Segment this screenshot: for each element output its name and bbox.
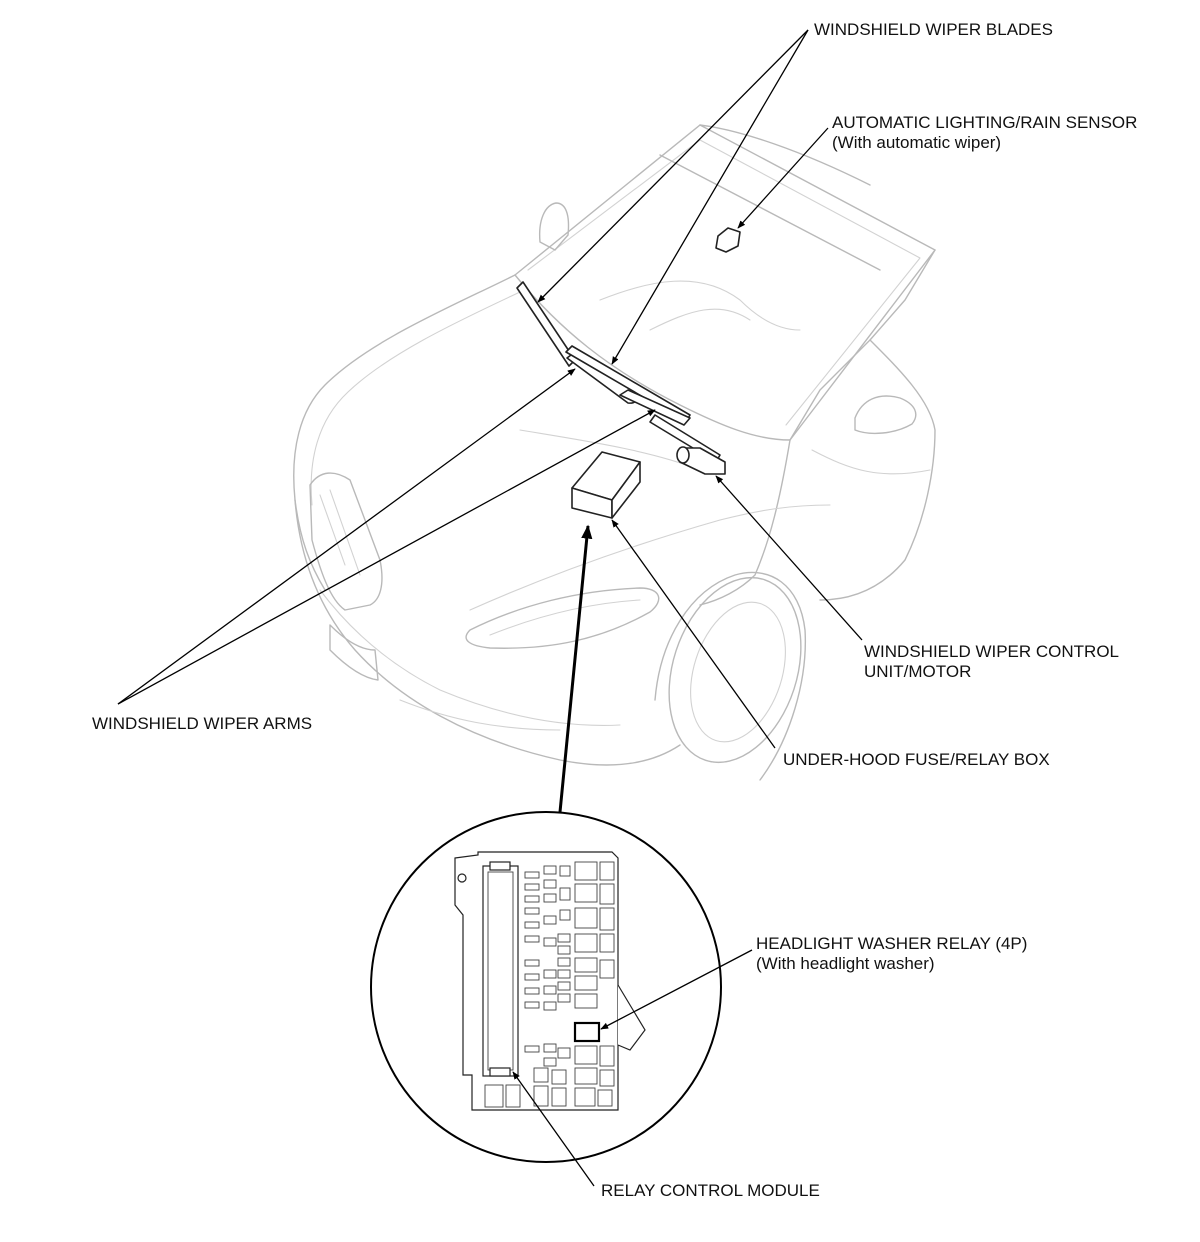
leader-wiper-arms-2 [117, 409, 656, 705]
wiper-arm-passenger [619, 389, 691, 426]
headlight-washer-relay [573, 1021, 601, 1043]
hood-crease [310, 291, 521, 506]
leader-detail-callout [558, 524, 593, 813]
label-wiper-control-2: UNIT/MOTOR [864, 662, 972, 681]
fuse-relay-box [571, 451, 641, 519]
wiper-motor-end [676, 446, 690, 464]
wheel-arch [654, 571, 807, 781]
label-wiper-arms: WINDSHIELD WIPER ARMS [92, 714, 313, 733]
hood-fender-line [469, 504, 831, 611]
side-bracket [617, 984, 646, 1051]
label-headlight-relay-note: (With headlight washer) [756, 954, 935, 973]
label-headlight-relay: HEADLIGHT WASHER RELAY (4P) [756, 934, 1028, 953]
label-rain-sensor: AUTOMATIC LIGHTING/RAIN SENSOR [832, 113, 1138, 132]
dash-contour [599, 280, 801, 331]
grille-inner [319, 489, 361, 576]
rain-sensor-body [715, 227, 741, 253]
bumper-lower [319, 589, 621, 726]
front-bumper [294, 499, 681, 766]
cowl-line [514, 274, 791, 441]
roof-line [659, 124, 881, 271]
car-outline [293, 124, 936, 781]
leader-rain-sensor [737, 127, 829, 229]
leader-wiper-blades-2 [611, 29, 809, 365]
relay-control-module-tab-top [489, 861, 511, 871]
relay-sockets-right [574, 861, 615, 1087]
label-wiper-blades: WINDSHIELD WIPER BLADES [814, 20, 1053, 39]
leader-fuse-box [611, 519, 776, 749]
hood-edge [293, 274, 516, 591]
headlight [465, 587, 660, 649]
leader-wiper-control [715, 475, 863, 641]
bottom-sockets [484, 1067, 613, 1108]
fuse-box-side [611, 461, 641, 519]
label-wiper-control: WINDSHIELD WIPER CONTROL [864, 642, 1120, 661]
left-mirror [538, 202, 570, 251]
relay-control-module-inner [487, 871, 514, 1071]
fog-light [329, 624, 379, 681]
mini-fuse-column-2 [543, 865, 557, 1067]
label-fuse-box: UNDER-HOOD FUSE/RELAY BOX [783, 750, 1050, 769]
grille [309, 472, 383, 611]
mounting-hole [457, 873, 467, 883]
windshield-inner [527, 139, 921, 426]
windshield-frame [514, 124, 936, 441]
right-mirror [854, 395, 917, 435]
front-wheel-rim [690, 601, 786, 743]
leader-wiper-arms-1 [117, 368, 576, 705]
leader-lines [117, 29, 863, 1187]
wiper-motor [676, 446, 726, 475]
mini-fuse-column [524, 871, 540, 1053]
side-body [819, 339, 936, 601]
front-wheel [668, 576, 802, 764]
side-crease [811, 449, 931, 475]
fuse-box-detail [454, 851, 646, 1111]
relay-control-module-tab-bottom [489, 1067, 511, 1077]
fuse-column-3 [557, 865, 571, 1059]
leader-headlight-relay [600, 949, 753, 1030]
leader-wiper-blades-1 [537, 29, 809, 303]
leader-relay-module [512, 1071, 595, 1187]
label-relay-module: RELAY CONTROL MODULE [601, 1181, 820, 1200]
headlight-inner [489, 599, 641, 636]
lower-vent [399, 699, 561, 731]
front-fender [699, 439, 791, 606]
rain-sensor [715, 227, 741, 253]
label-rain-sensor-note: (With automatic wiper) [832, 133, 1002, 152]
